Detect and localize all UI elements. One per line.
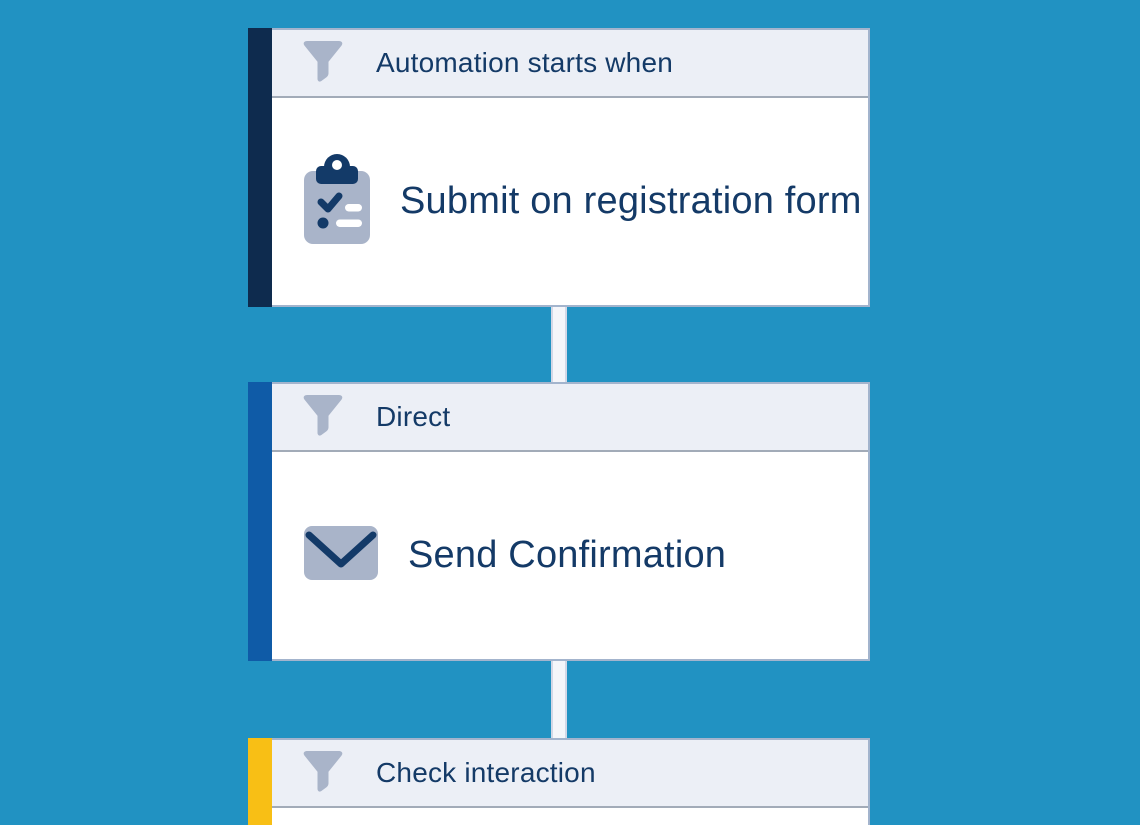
step-connector bbox=[551, 655, 567, 742]
step-header-label: Check interaction bbox=[376, 757, 596, 788]
step-body[interactable]: Submit on registration form bbox=[272, 98, 868, 305]
step-card-direct[interactable]: Direct Send Confirmation bbox=[248, 382, 870, 661]
funnel-icon bbox=[302, 38, 344, 89]
step-body[interactable]: Send Confirmation bbox=[272, 452, 868, 659]
step-card-automation-starts-when[interactable]: Automation starts when Submit on r bbox=[248, 28, 870, 307]
step-header[interactable]: Automation starts when bbox=[272, 30, 868, 98]
step-connector bbox=[551, 300, 567, 386]
envelope-icon bbox=[304, 526, 378, 585]
accent-bar bbox=[248, 28, 272, 307]
accent-bar bbox=[248, 382, 272, 661]
step-header[interactable]: Check interaction bbox=[272, 740, 868, 808]
step-panel: Automation starts when Submit on r bbox=[272, 28, 870, 307]
clipboard-check-icon bbox=[304, 153, 370, 250]
accent-bar bbox=[248, 738, 272, 825]
step-card-check-interaction[interactable]: Check interaction bbox=[248, 738, 870, 825]
funnel-icon bbox=[302, 748, 344, 799]
step-panel: Check interaction bbox=[272, 738, 870, 825]
step-header[interactable]: Direct bbox=[272, 384, 868, 452]
step-action-label: Submit on registration form bbox=[400, 180, 862, 222]
funnel-icon bbox=[302, 392, 344, 443]
step-body[interactable] bbox=[272, 808, 868, 825]
step-panel: Direct Send Confirmation bbox=[272, 382, 870, 661]
step-action-label: Send Confirmation bbox=[408, 534, 727, 576]
step-header-label: Direct bbox=[376, 401, 451, 432]
step-header-label: Automation starts when bbox=[376, 47, 673, 78]
